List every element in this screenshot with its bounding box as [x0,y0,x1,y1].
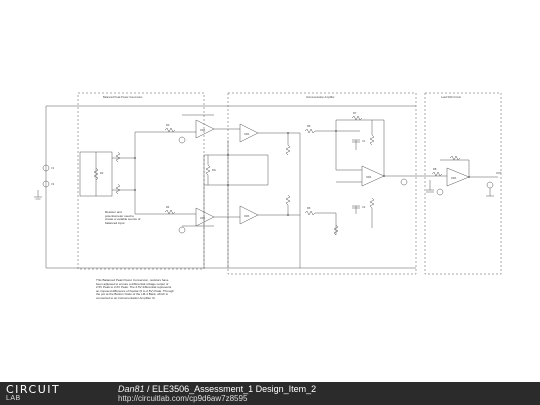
resistor-r3[interactable] [164,127,176,133]
label-pot: R2 [100,171,104,175]
resistor-r4[interactable] [164,209,176,215]
opamp-4[interactable] [239,205,259,225]
label-c2: C2 [362,205,366,209]
label-opa2: OPA [200,216,206,220]
note-info: This Balanced Peak Power Conversion, res… [96,278,174,300]
footer-bar: CIRCUIT LAB Dan81 / ELE3506_Assessment_1… [0,382,540,405]
section-title-mid: Instrumentation Amplifier [306,95,335,99]
label-v2: V2 [51,182,55,186]
resistor-r6[interactable] [304,210,316,216]
section-box-right [424,92,502,275]
schematic-canvas: Balanced Peak Power Conversion Instrumen… [34,92,502,275]
label-out: OUT [496,171,502,175]
label-r4: R4 [166,205,170,209]
label-opa1: OPA [200,128,206,132]
label-v1: V1 [51,166,55,170]
voltage-source-v2[interactable] [42,180,50,188]
section-title-left: Balanced Peak Power Conversion [103,95,143,99]
opamp-5[interactable] [361,165,385,187]
logo-bottom-text: LAB [6,395,21,402]
label-opa3: OPA [244,132,250,136]
opamp-3[interactable] [239,123,259,143]
label-rg: RG [212,168,216,172]
label-c1: C1 [362,139,366,143]
opamp-2[interactable] [195,207,215,227]
circuitlab-logo[interactable]: CIRCUIT LAB [6,384,92,403]
label-r3: R3 [166,123,170,127]
label-r7: R7 [353,111,357,115]
resistor-r7[interactable] [351,115,363,121]
section-title-right: Load Shift Circuit [441,95,461,99]
potentiometer[interactable] [93,167,99,181]
logo-top-text: CIRCUIT [6,383,61,396]
footer-url[interactable]: http://circuitlab.com/cp9d6aw7z8595 [118,394,248,403]
footer-title: Dan81 / ELE3506_Assessment_1 Design_Item… [118,384,317,394]
note-balance: Resistor and potentiometer used to creat… [105,210,141,225]
label-r5: R5 [307,124,311,128]
opamp-6[interactable] [446,167,470,187]
circuit-title: ELE3506_Assessment_1 Design_Item_2 [152,384,317,394]
author-name: Dan81 [118,384,145,394]
section-box-mid [227,92,417,275]
voltage-source-v1[interactable] [42,164,50,172]
resistor-r8[interactable] [431,171,443,177]
resistor-r5[interactable] [304,128,316,134]
resistor-rg[interactable] [205,164,211,176]
label-opa6: OPA [451,176,457,180]
label-r8: R8 [433,167,437,171]
label-r6: R6 [307,206,311,210]
opamp-1[interactable] [195,119,215,139]
section-box-left [77,92,205,270]
label-opa5: OPA [366,175,372,179]
label-opa4: OPA [244,214,250,218]
